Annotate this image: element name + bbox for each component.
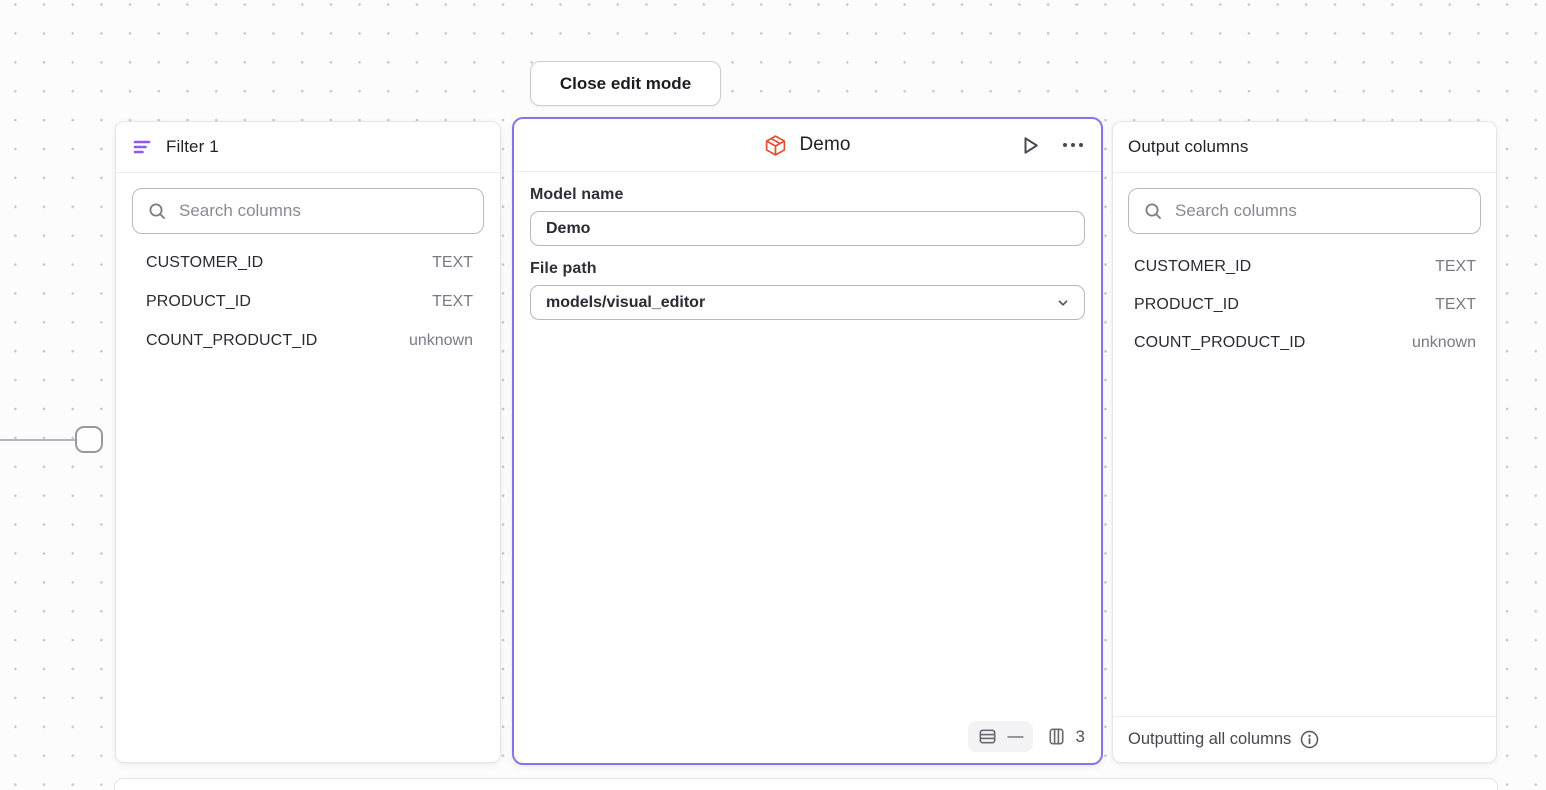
column-row: CUSTOMER_ID TEXT [116,243,500,282]
output-footer: Outputting all columns [1113,716,1496,762]
filter-node-title: Filter 1 [166,137,219,157]
output-node-header: Output columns [1113,122,1496,173]
column-type: unknown [409,332,473,350]
column-type: TEXT [432,293,473,311]
file-path-select[interactable]: models/visual_editor [530,285,1085,320]
row-count-toggle[interactable]: — [968,721,1033,752]
output-search-box[interactable] [1128,188,1481,234]
edge-line [0,439,76,441]
info-icon[interactable] [1299,729,1320,750]
rows-icon [977,726,998,747]
cropped-bottom-node[interactable] [114,778,1498,790]
row-count-value: — [1008,729,1024,745]
column-name: CUSTOMER_ID [146,254,263,272]
column-name: CUSTOMER_ID [1134,258,1251,276]
filter-node[interactable]: Filter 1 CUSTOMER_ID TEXT PRODUCT_ID TEX… [115,121,501,763]
model-footer-stats: — 3 [968,721,1085,752]
column-name: PRODUCT_ID [146,293,251,311]
column-row: CUSTOMER_ID TEXT [1113,248,1496,286]
output-search-input[interactable] [1175,201,1466,221]
ellipsis-icon [1062,142,1084,148]
model-node[interactable]: Demo [512,117,1103,765]
search-icon [147,201,167,221]
column-row: COUNT_PRODUCT_ID unknown [116,321,500,360]
model-name-label: Model name [530,186,1085,204]
column-name: COUNT_PRODUCT_ID [146,332,317,350]
output-column-list: CUSTOMER_ID TEXT PRODUCT_ID TEXT COUNT_P… [1113,248,1496,362]
connection-port[interactable] [75,426,103,453]
file-path-value: models/visual_editor [546,294,705,312]
filter-search-box[interactable] [132,188,484,234]
close-edit-mode-button[interactable]: Close edit mode [530,61,721,106]
file-path-label: File path [530,260,1085,278]
model-name-input[interactable] [530,211,1085,246]
play-icon [1018,133,1042,158]
output-footer-text: Outputting all columns [1128,730,1291,749]
model-node-body: Model name File path models/visual_edito… [514,186,1101,320]
chevron-down-icon [1056,296,1070,310]
column-type: TEXT [1435,296,1476,314]
column-name: COUNT_PRODUCT_ID [1134,334,1305,352]
output-columns-node[interactable]: Output columns CUSTOMER_ID TEXT PRODUCT_… [1112,121,1497,763]
filter-search-input[interactable] [179,201,469,221]
run-model-button[interactable] [1015,130,1045,161]
search-icon [1143,201,1163,221]
model-node-header: Demo [514,119,1101,172]
model-node-title: Demo [799,134,850,156]
column-row: PRODUCT_ID TEXT [1113,286,1496,324]
filter-icon [132,137,152,157]
column-count-group: 3 [1046,726,1085,747]
column-name: PRODUCT_ID [1134,296,1239,314]
column-type: unknown [1412,334,1476,352]
output-node-title: Output columns [1128,137,1248,157]
filter-column-list: CUSTOMER_ID TEXT PRODUCT_ID TEXT COUNT_P… [116,243,500,360]
more-options-button[interactable] [1059,139,1087,151]
filter-node-header: Filter 1 [116,122,500,173]
column-type: TEXT [432,254,473,272]
column-type: TEXT [1435,258,1476,276]
model-header-actions [1015,119,1087,171]
column-row: COUNT_PRODUCT_ID unknown [1113,324,1496,362]
column-row: PRODUCT_ID TEXT [116,282,500,321]
model-cube-icon [764,134,787,157]
column-count-value: 3 [1076,727,1085,747]
columns-icon [1046,726,1067,747]
